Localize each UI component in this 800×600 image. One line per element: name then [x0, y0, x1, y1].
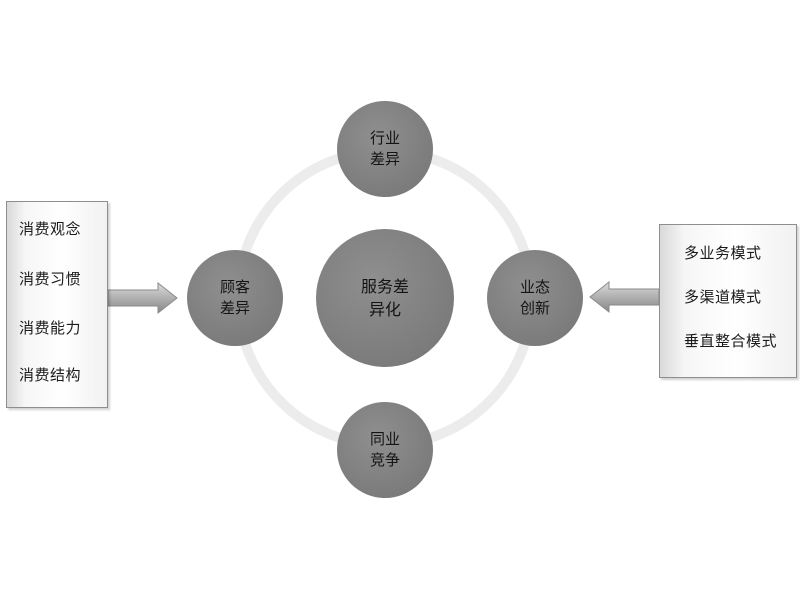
- left-label-line1: 顾客: [219, 278, 251, 296]
- left-arrow: [107, 281, 178, 315]
- left-factor-box: 消费观念 消费习惯 消费能力 消费结构: [6, 201, 108, 408]
- right-box-item: 多业务模式: [684, 244, 762, 262]
- top-circle-label: 行业 差异: [370, 128, 400, 170]
- right-circle-label: 业态 创新: [520, 277, 550, 319]
- top-label-line1: 行业: [369, 129, 401, 147]
- right-box-item: 垂直整合模式: [684, 332, 778, 350]
- bottom-circle-label: 同业 竞争: [370, 429, 400, 471]
- left-label-line2: 差异: [219, 299, 251, 317]
- right-box-item: 多渠道模式: [684, 288, 762, 306]
- left-box-item: 消费能力: [19, 319, 82, 337]
- center-circle-label: 服务差 异化: [361, 275, 409, 321]
- left-circle: [187, 250, 283, 346]
- top-label-line2: 差异: [369, 150, 401, 168]
- center-label-line1: 服务差: [360, 277, 410, 296]
- right-label-line1: 业态: [519, 278, 551, 296]
- bottom-label-line1: 同业: [369, 430, 401, 448]
- bottom-circle: [337, 402, 433, 498]
- left-box-item: 消费习惯: [19, 270, 82, 288]
- center-label-line2: 异化: [368, 300, 402, 319]
- left-box-item: 消费结构: [19, 366, 82, 384]
- top-circle: [337, 101, 433, 197]
- left-circle-label: 顾客 差异: [220, 277, 250, 319]
- right-circle: [487, 250, 583, 346]
- right-factor-box: 多业务模式 多渠道模式 垂直整合模式: [659, 224, 797, 378]
- bottom-label-line2: 竞争: [369, 451, 401, 469]
- left-box-item: 消费观念: [19, 220, 82, 238]
- right-arrow: [589, 280, 660, 314]
- right-label-line2: 创新: [519, 299, 551, 317]
- center-circle: [316, 229, 454, 367]
